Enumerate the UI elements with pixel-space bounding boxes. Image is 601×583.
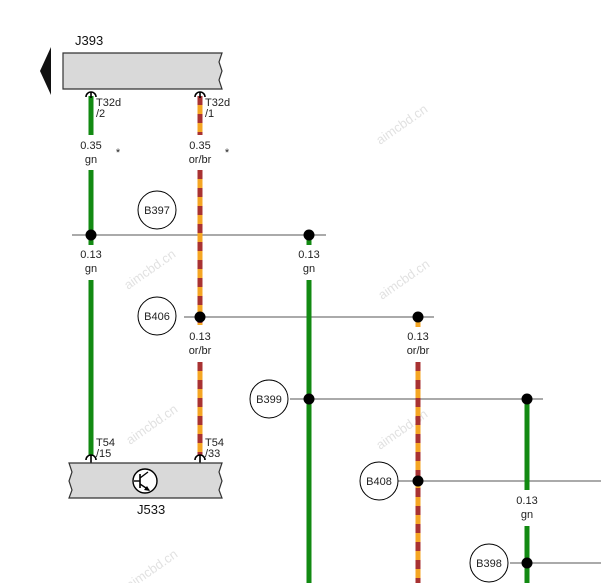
splice-label-b397: B397 xyxy=(144,205,170,217)
watermark: aimcbd.cn xyxy=(373,406,430,452)
splice-dot xyxy=(85,229,97,241)
watermark: aimcbd.cn xyxy=(123,546,180,583)
connector-t54-33-line2: /33 xyxy=(205,448,220,460)
arrow-left-icon xyxy=(40,47,51,95)
splice-circle-b398 xyxy=(469,543,509,583)
splice-dot xyxy=(521,557,533,569)
wire-note: * xyxy=(225,147,230,159)
splice-circle-b397 xyxy=(137,190,177,230)
connector-pins-top xyxy=(85,91,206,98)
connector-t32d-1-line1: T32d xyxy=(205,97,230,109)
connector-t32d-1-line2: /1 xyxy=(205,108,214,120)
wire-color: gn xyxy=(521,509,533,521)
connector-t54-15-line1: T54 xyxy=(96,437,115,449)
splice-label-b406: B406 xyxy=(144,311,170,323)
connector-pins-bottom xyxy=(85,454,206,463)
wire-color: or/br xyxy=(407,345,430,357)
wire-size: 0.35 xyxy=(189,140,210,152)
splice-dot xyxy=(412,475,424,487)
component-j533: J533 xyxy=(68,462,223,517)
transistor-icon xyxy=(132,468,158,494)
wire-color: gn xyxy=(303,263,315,275)
wire-size: 0.13 xyxy=(516,495,537,507)
wire-color: gn xyxy=(85,154,97,166)
splice-label-b399: B399 xyxy=(256,394,282,406)
splice-label-b398: B398 xyxy=(476,558,502,570)
splice-dot xyxy=(303,393,315,405)
wire-color: or/br xyxy=(189,154,212,166)
connector-labels: T32d /2 T32d /1 T54 /15 T54 /33 xyxy=(96,97,230,460)
wire-labels: 0.35 gn * 0.35 or/br * 0.13 gn 0.13 gn 0… xyxy=(80,140,537,521)
splice-dot xyxy=(412,311,424,323)
wire-color: gn xyxy=(85,263,97,275)
connector-t32d-2-line1: T32d xyxy=(96,97,121,109)
component-j393-box xyxy=(62,52,223,90)
wire-size: 0.13 xyxy=(407,331,428,343)
wire-note: * xyxy=(116,147,121,159)
watermark: aimcbd.cn xyxy=(375,256,432,302)
component-j393: J393 xyxy=(40,33,223,95)
splice-dot xyxy=(303,229,315,241)
splice-circle-b399 xyxy=(249,379,289,419)
wire-size: 0.13 xyxy=(298,249,319,261)
splice-labels: B397 B406 B399 B408 B398 xyxy=(137,190,509,583)
wire-color: or/br xyxy=(189,345,212,357)
connector-t54-33-line1: T54 xyxy=(205,437,224,449)
wire-size: 0.13 xyxy=(189,331,210,343)
splice-dots xyxy=(85,229,533,569)
splice-circle-b408 xyxy=(359,461,399,501)
splice-label-b408: B408 xyxy=(366,476,392,488)
connector-t32d-2-line2: /2 xyxy=(96,108,105,120)
watermark: aimcbd.cn xyxy=(373,101,430,147)
watermark: aimcbd.cn xyxy=(123,401,180,447)
watermark: aimcbd.cn xyxy=(121,246,178,292)
splice-dot xyxy=(194,311,206,323)
component-j393-label: J393 xyxy=(75,33,103,48)
component-j533-label: J533 xyxy=(137,502,165,517)
wire-size: 0.13 xyxy=(80,249,101,261)
watermark-layer: aimcbd.cn aimcbd.cn aimcbd.cn aimcbd.cn … xyxy=(121,101,432,583)
connector-t54-15-line2: /15 xyxy=(96,448,111,460)
splice-circle-b406 xyxy=(137,296,177,336)
wire-size: 0.35 xyxy=(80,140,101,152)
splice-dot xyxy=(521,393,533,405)
